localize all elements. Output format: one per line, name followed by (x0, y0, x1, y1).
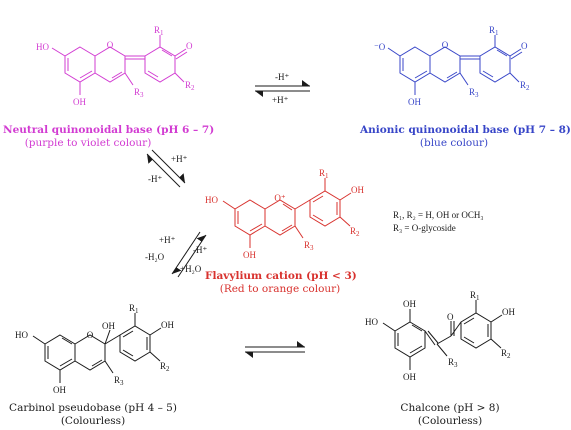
r1-label: R1 (319, 168, 329, 180)
caption-title: Anionic quinonoidal base (pH 7 – 8) (360, 124, 571, 136)
hydroxyl-label: OH (502, 307, 515, 317)
anionic-quinonoidal-base-labels: O ⁻O OH R1 R2 R3 O (374, 25, 530, 107)
caption-subtitle: (Colourless) (417, 415, 483, 427)
r2-label: R2 (520, 80, 530, 92)
chalcone-structure (382, 300, 503, 370)
chalcone-caption: Chalcone (pH > 8) (Colourless) (380, 402, 520, 428)
r1-label: R1 (129, 303, 139, 315)
phenoxide-label: ⁻O (374, 42, 386, 52)
r3-label: R3 (448, 357, 458, 369)
r3-label: R3 (304, 240, 314, 252)
hydroxyl-label: OH (53, 385, 66, 395)
flavylium-cation-structure (222, 178, 352, 248)
caption-title: Neutral quinonoidal base (pH 6 – 7) (3, 124, 215, 136)
equilibrium-arrow-carbinol-chalcone (245, 341, 305, 358)
arrow-label: -H⁺ (275, 72, 289, 82)
arrow-labels-neutral-anionic: -H⁺ +H⁺ (272, 72, 289, 105)
anthocyanin-equilibrium-diagram: O HO OH R1 R2 R3 O O ⁻O OH R1 R2 R3 O (15, 25, 530, 395)
anionic-quinonoidal-base-structure (387, 35, 523, 95)
equilibrium-arrow-neutral-flavylium (146, 149, 186, 188)
arrow-label: -H₂O (145, 252, 165, 262)
arrow-label: +H⁺ (272, 95, 289, 105)
oxo-label: O (186, 41, 193, 51)
neutral-base-caption: Neutral quinonoidal base (pH 6 – 7) (pur… (3, 124, 215, 150)
r3-label: R3 (134, 87, 144, 99)
arrow-label: +H⁺ (171, 154, 188, 164)
r1-label: R1 (154, 25, 164, 37)
r2-label: R2 (160, 361, 170, 373)
legend-line: R₃ = O-glycoside (393, 223, 456, 233)
caption-subtitle: (Colourless) (60, 415, 126, 427)
caption-subtitle: (blue colour) (419, 137, 489, 149)
hydroxyl-label: OH (161, 320, 174, 330)
r3-label: R3 (469, 87, 479, 99)
r1-label: R1 (489, 25, 499, 37)
arrow-label: -H⁺ (148, 174, 162, 184)
hydroxyl-label: HO (15, 330, 28, 340)
caption-title: Carbinol pseudobase (pH 4 – 5) (9, 402, 177, 414)
hydroxyl-label: OH (408, 97, 421, 107)
hydroxyl-label: OH (351, 185, 364, 195)
substituent-legend: R₁, R₂ = H, OH or OCH₃ R₃ = O-glycoside (393, 210, 484, 233)
ring-oxygen-label: O (87, 330, 94, 340)
caption-title: Chalcone (pH > 8) (400, 402, 500, 414)
hydroxyl-label: OH (403, 299, 416, 309)
caption-subtitle: (Red to orange colour) (219, 283, 341, 295)
oxo-label: O (521, 41, 528, 51)
anionic-base-caption: Anionic quinonoidal base (pH 7 – 8) (blu… (360, 124, 571, 150)
hydroxyl-label: OH (243, 250, 256, 260)
r2-label: R2 (350, 226, 360, 238)
oxonium-label: O⁺ (274, 193, 285, 203)
carbinol-pseudobase-structure (32, 313, 162, 383)
hydroxyl-label: HO (36, 42, 49, 52)
carbonyl-oxygen-label: O (447, 312, 454, 322)
carbinol-pseudobase-labels: O OH HO OH OH R1 R2 R3 (15, 303, 174, 395)
arrow-labels-neutral-flavylium: +H⁺ -H⁺ (148, 154, 188, 184)
r2-label: R2 (501, 348, 511, 360)
r3-label: R3 (114, 375, 124, 387)
caption-title: Flavylium cation (pH < 3) (205, 270, 357, 282)
r2-label: R2 (185, 80, 195, 92)
r1-label: R1 (470, 290, 480, 302)
arrow-label: +H⁺ (159, 235, 176, 245)
ring-oxygen-label: O (107, 40, 114, 50)
carbinol-caption: Carbinol pseudobase (pH 4 – 5) (Colourle… (3, 402, 183, 428)
hydroxyl-label: OH (102, 321, 115, 331)
arrow-labels-flavylium-carbinol: +H⁺ -H⁺ -H₂O +H₂O (145, 235, 207, 274)
arrow-label: -H⁺ (193, 245, 207, 255)
flavylium-cation-labels: O⁺ HO OH OH R1 R2 R3 (205, 168, 364, 260)
flavylium-caption: Flavylium cation (pH < 3) (Red to orange… (205, 270, 357, 296)
hydroxyl-label: HO (365, 317, 378, 327)
equilibrium-arrow-neutral-anionic (255, 80, 310, 97)
equilibrium-arrow-flavylium-carbinol (171, 231, 207, 278)
chalcone-labels: O OH HO OH OH R1 R2 R3 (365, 290, 515, 382)
neutral-quinonoidal-base-labels: O HO OH R1 R2 R3 O (36, 25, 195, 107)
ring-oxygen-label: O (442, 40, 449, 50)
caption-subtitle: (purple to violet colour) (24, 137, 152, 149)
hydroxyl-label: OH (403, 372, 416, 382)
hydroxyl-label: OH (73, 97, 86, 107)
neutral-quinonoidal-base-structure (51, 35, 188, 95)
hydroxyl-label: HO (205, 195, 218, 205)
arrow-label: +H₂O (180, 264, 202, 274)
legend-line: R₁, R₂ = H, OH or OCH₃ (393, 210, 484, 220)
